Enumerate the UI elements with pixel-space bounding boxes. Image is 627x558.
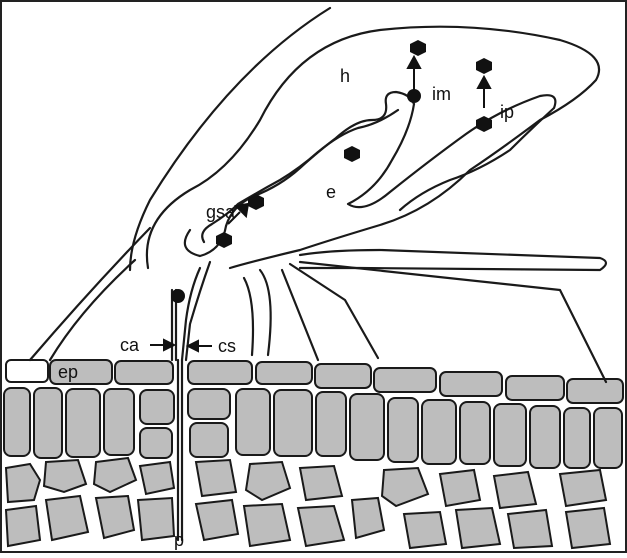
circle-marker — [171, 289, 185, 303]
label-cs: cs — [218, 336, 236, 356]
label-ep: ep — [58, 362, 78, 382]
label-p: p — [174, 530, 184, 550]
label-im: im — [432, 84, 451, 104]
circle-marker — [407, 89, 421, 103]
label-h: h — [340, 66, 350, 86]
label-ip: ip — [500, 102, 514, 122]
label-ca: ca — [120, 335, 140, 355]
label-gsa: gsa — [206, 202, 236, 222]
label-e: e — [326, 182, 336, 202]
